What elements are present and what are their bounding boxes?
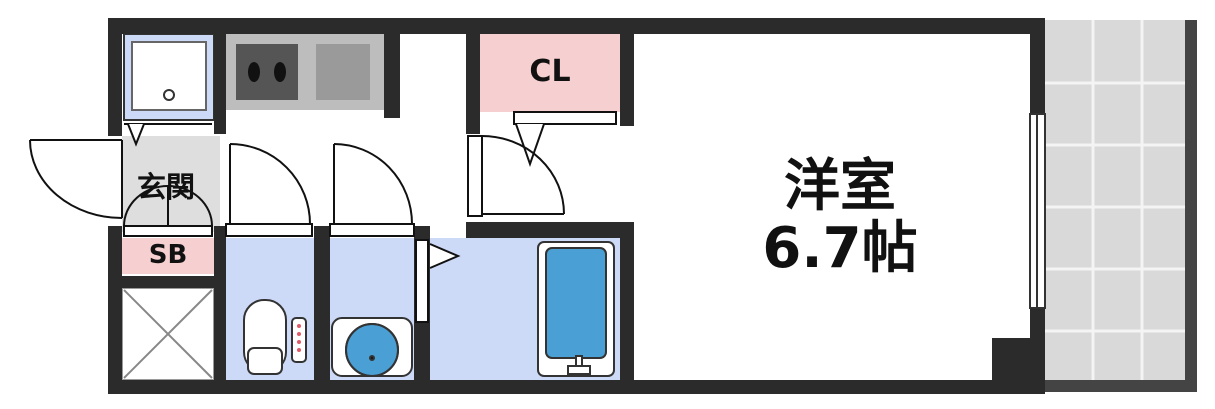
shoebox-doors <box>123 123 213 237</box>
window <box>1029 113 1046 309</box>
room-door <box>467 135 565 217</box>
toilet-door <box>225 143 313 237</box>
closet-door <box>513 111 617 168</box>
western-room-size: 6.7帖 <box>762 216 918 281</box>
western-room-name: 洋室 <box>784 154 896 219</box>
toilet <box>243 299 307 375</box>
entrance-floor <box>122 136 220 232</box>
closet-label: CL <box>529 54 571 89</box>
wash-basin <box>331 317 413 377</box>
washing-machine-pan <box>123 33 215 121</box>
balcony <box>1045 20 1197 392</box>
bathtub <box>537 241 615 377</box>
kitchen-counter <box>226 34 384 110</box>
entrance-door <box>29 139 123 219</box>
entrance-label: 玄関 <box>136 170 195 204</box>
closet <box>480 34 620 112</box>
shoe-box-label: SB <box>148 240 188 270</box>
storage <box>121 287 215 381</box>
shoe-box <box>122 238 214 274</box>
washroom-door <box>329 143 415 237</box>
bathroom-door <box>415 239 461 323</box>
